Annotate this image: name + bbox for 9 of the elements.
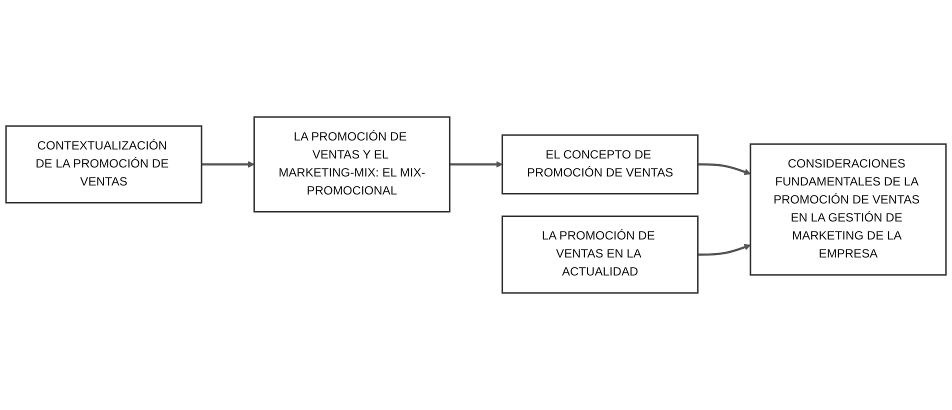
node-box: LA PROMOCIÓN DE VENTAS Y EL MARKETING-MIX: EL MIX-PROMOCIONAL: [253, 116, 450, 213]
node-box: CONTEXTUALIZACIÓN DE LA PROMOCIÓN DE VENTAS: [5, 125, 202, 204]
arrow: [202, 161, 254, 168]
arrow: [698, 163, 751, 176]
node-box: CONSIDERACIONES FUNDAMENTALES DE LA PROMOCIÓN DE VENTAS EN LA GESTIÓN DE MARKETING DE LA EMPRESA: [750, 143, 947, 276]
arrow: [698, 244, 751, 256]
arrow: [450, 161, 503, 168]
node-box: LA PROMOCIÓN DE VENTAS EN LA ACTUALIDAD: [502, 216, 699, 294]
node-box: EL CONCEPTO DE PROMOCIÓN DE VENTAS: [502, 134, 699, 194]
